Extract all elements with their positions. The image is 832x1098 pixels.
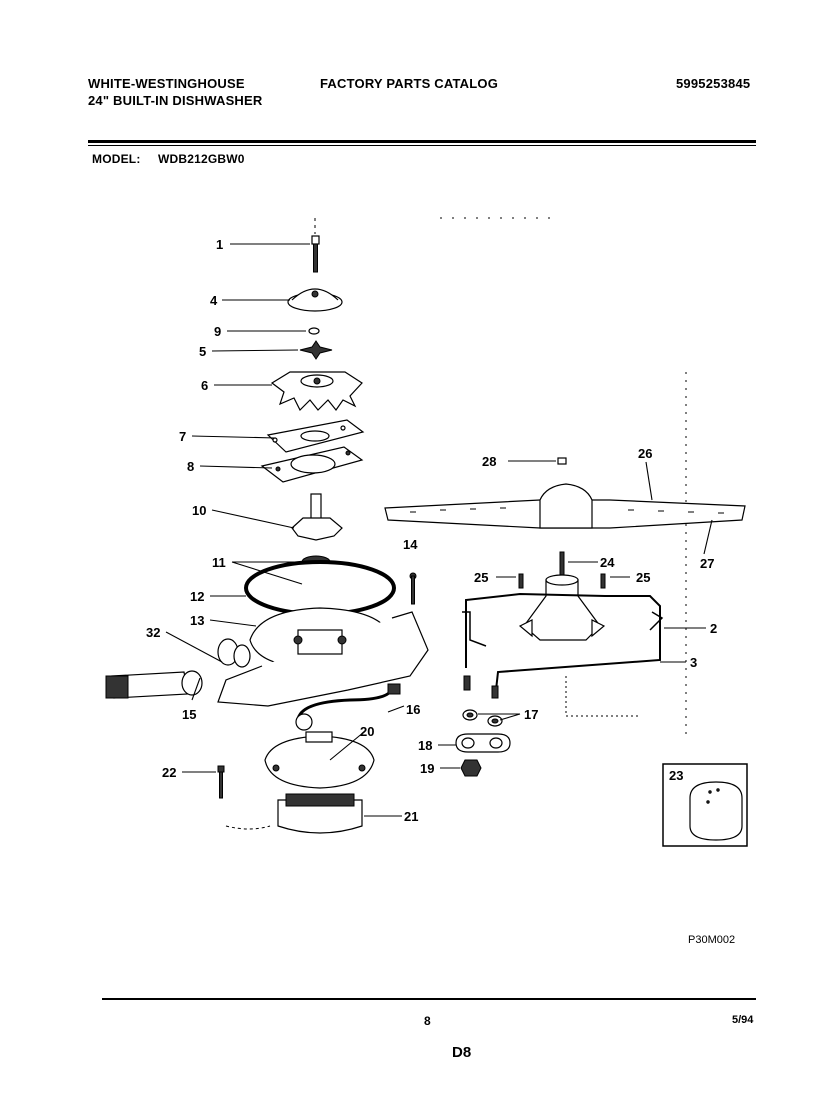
callout-19: 19 (420, 761, 434, 776)
callout-15: 15 (182, 707, 196, 722)
callout-8: 8 (187, 459, 194, 474)
callout-2: 2 (710, 621, 717, 636)
header-rule-bottom (88, 145, 756, 146)
callout-9: 9 (214, 324, 221, 339)
callout-13: 13 (190, 613, 204, 628)
callout-25-left: 25 (474, 570, 488, 585)
part-26-spray-arm (384, 483, 746, 529)
callout-12: 12 (190, 589, 204, 604)
callout-11: 11 (212, 555, 226, 570)
callout-7: 7 (179, 429, 186, 444)
part-7-gasket (266, 419, 365, 453)
part-4-cap (287, 288, 343, 312)
model-number: WDB212GBW0 (158, 152, 245, 166)
part-5-clip (299, 340, 333, 360)
catalog-title: FACTORY PARTS CATALOG (320, 76, 499, 91)
model-label: MODEL: (92, 152, 141, 166)
callout-18: 18 (418, 738, 432, 753)
callout-24: 24 (600, 555, 615, 570)
callout-4: 4 (210, 293, 218, 308)
callout-14: 14 (403, 537, 418, 552)
guide-line-3 (565, 676, 640, 717)
part-2-bracket (462, 592, 664, 699)
callout-28: 28 (482, 454, 496, 469)
part-25-screw-left (518, 573, 524, 589)
header-rule-top (88, 140, 756, 143)
footer-date: 5/94 (732, 1014, 754, 1026)
callout-22: 22 (162, 765, 176, 780)
part-8-gasket (260, 446, 364, 483)
part-17-washers (462, 709, 503, 727)
part-24-hub (518, 551, 606, 641)
leader-lines (165, 243, 713, 817)
callout-25-right: 25 (636, 570, 650, 585)
footer-rule (102, 998, 756, 1000)
callout-32: 32 (146, 625, 160, 640)
callout-26: 26 (638, 446, 652, 461)
callout-21: 21 (404, 809, 418, 824)
product-name: 24" BUILT-IN DISHWASHER (88, 93, 263, 108)
callout-5: 5 (199, 344, 206, 359)
part-28 (557, 457, 567, 465)
part-6-impeller (270, 371, 363, 412)
part-13-housing (217, 607, 429, 707)
part-1-bolt (311, 235, 320, 273)
page-number: 8 (424, 1014, 431, 1028)
callout-10: 10 (192, 503, 206, 518)
callout-20: 20 (360, 724, 374, 739)
part-9-ring (308, 327, 320, 335)
part-18-gasket (455, 733, 511, 753)
callout-3: 3 (690, 655, 697, 670)
part-19-nut (460, 759, 482, 777)
brand-name: WHITE-WESTINGHOUSE (88, 76, 245, 91)
diagram-code: P30M002 (688, 934, 736, 946)
part-15-hose (105, 670, 203, 699)
part-10-shaft (291, 493, 343, 541)
part-20-mount (264, 731, 375, 789)
part-16-clamp (295, 683, 401, 731)
part-32-connector (217, 638, 251, 668)
callout-27: 27 (700, 556, 714, 571)
part-12-ring (244, 560, 396, 616)
callout-16: 16 (406, 702, 420, 717)
callout-1: 1 (216, 237, 223, 252)
catalog-number: 5995253845 (676, 76, 751, 91)
part-25-screw-right (600, 573, 606, 589)
callout-23: 23 (669, 768, 683, 783)
part-21-motor (225, 793, 363, 834)
callout-17: 17 (524, 707, 538, 722)
part-14-pin (409, 572, 417, 605)
part-22-screw (217, 765, 225, 799)
callout-6: 6 (201, 378, 208, 393)
section-code: D8 (452, 1044, 472, 1061)
part-23-kit (662, 763, 748, 847)
